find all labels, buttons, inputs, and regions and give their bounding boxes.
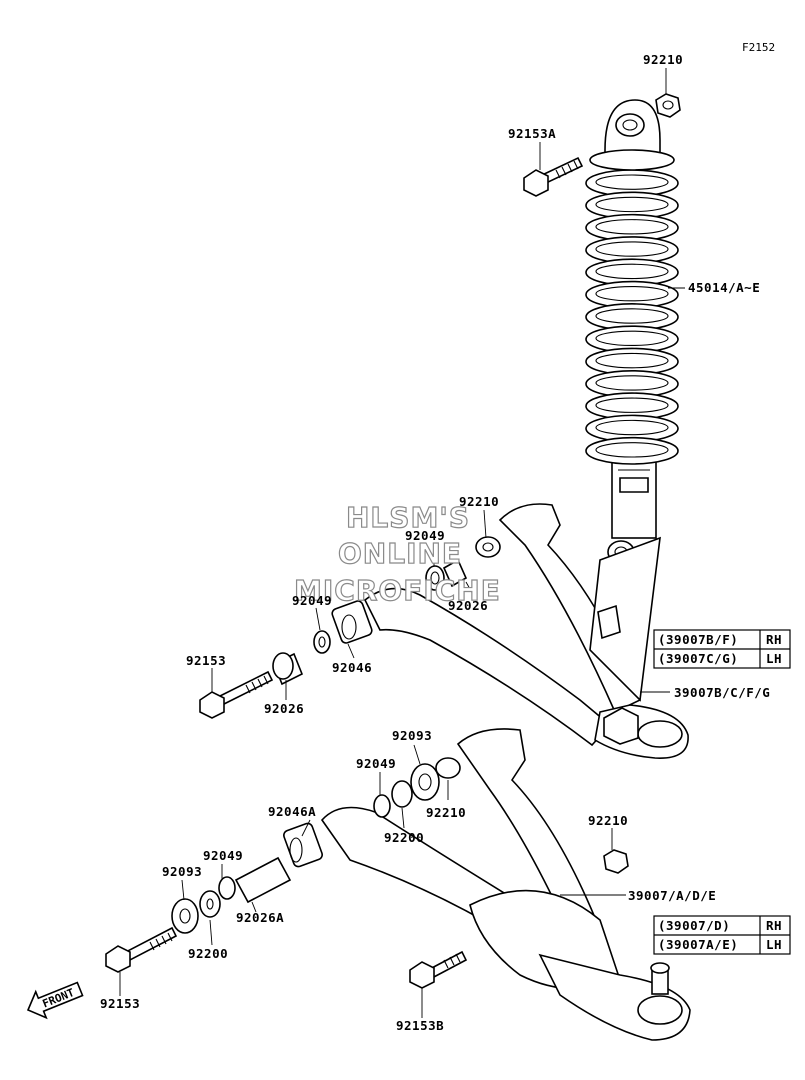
lower-table-code-lh: (39007A/E): [658, 937, 738, 952]
callout-92153-a: 92153: [186, 653, 226, 668]
spring-coil-inner: [595, 352, 669, 369]
spring-coil-inner: [595, 375, 669, 391]
spring-coil-inner: [595, 285, 669, 302]
callout-92093-b: 92093: [162, 864, 202, 879]
callout-92049-a: 92049: [405, 528, 445, 543]
watermark-line-1: HLSM'S: [346, 501, 470, 534]
upper-bushing-parts: [199, 536, 501, 719]
callout-92153-b: 92153: [100, 996, 140, 1011]
callout-92046A: 92046A: [268, 804, 316, 819]
spring-coil-inner: [595, 442, 669, 458]
lower-arm-application-table: (39007/D) RH (39007A/E) LH: [653, 915, 791, 955]
figure-reference: F2152: [742, 41, 775, 54]
callout-92153A: 92153A: [508, 126, 556, 141]
upper-table-side-lh: LH: [766, 651, 782, 666]
callout-92049-d: 92049: [203, 848, 243, 863]
spring-coil-inner: [595, 330, 669, 347]
callout-labels: 92210 92153A 45014/A~E 92210 92049 92026…: [100, 52, 770, 1033]
callout-39007BCFG: 39007B/C/F/G: [674, 685, 770, 700]
upper-table-side-rh: RH: [766, 632, 782, 647]
callout-92046: 92046: [332, 660, 372, 675]
watermark: HLSM'S ONLINE MICROFICHE: [293, 500, 501, 607]
callout-92153B: 92153B: [396, 1018, 444, 1033]
spring-coil-inner: [595, 308, 669, 324]
callout-92210-low: 92210: [426, 805, 466, 820]
callout-92093-a: 92093: [392, 728, 432, 743]
callout-92210-top: 92210: [643, 52, 683, 67]
nut-92210-top: [655, 93, 681, 118]
spring-coil-inner: [595, 174, 669, 190]
watermark-line-3: MICROFICHE: [294, 574, 501, 607]
lower-bushing-parts: [105, 757, 629, 989]
callout-92200-b: 92200: [188, 946, 228, 961]
upper-a-arm-drawing: [363, 503, 689, 759]
spring-coil-inner: [595, 263, 669, 280]
lower-table-side-rh: RH: [766, 918, 782, 933]
callout-92026A: 92026A: [236, 910, 284, 925]
spring-coil-inner: [595, 196, 669, 213]
callout-92210-r: 92210: [588, 813, 628, 828]
callout-92200-a: 92200: [384, 830, 424, 845]
watermark-line-2: ONLINE: [338, 537, 462, 570]
callout-45014: 45014/A~E: [688, 280, 760, 295]
spring-coil-inner: [595, 219, 669, 235]
callout-39007ADE: 39007/A/D/E: [628, 888, 716, 903]
callout-92210-mid: 92210: [459, 494, 499, 509]
lower-table-code-rh: (39007/D): [658, 918, 730, 933]
shock-absorber-drawing: [585, 99, 679, 564]
spring-coil: [585, 436, 679, 465]
spring-coil-inner: [595, 241, 669, 257]
upper-table-code-lh: (39007C/G): [658, 651, 738, 666]
leader-lines: [119, 68, 685, 1018]
upper-arm-application-table: (39007B/F) RH (39007C/G) LH: [653, 629, 791, 669]
bolt-92153A: [523, 156, 584, 197]
callout-92049-b: 92049: [292, 593, 332, 608]
callout-92026-b: 92026: [264, 701, 304, 716]
upper-table-code-rh: (39007B/F): [658, 632, 738, 647]
spring-coil-inner: [595, 419, 669, 436]
front-arrow-icon: FRONT: [26, 981, 84, 1020]
callout-92049-c: 92049: [356, 756, 396, 771]
spring-coil-inner: [595, 397, 669, 413]
lower-a-arm-drawing: [320, 728, 691, 1041]
callout-92026-a: 92026: [448, 598, 488, 613]
lower-table-side-lh: LH: [766, 937, 782, 952]
